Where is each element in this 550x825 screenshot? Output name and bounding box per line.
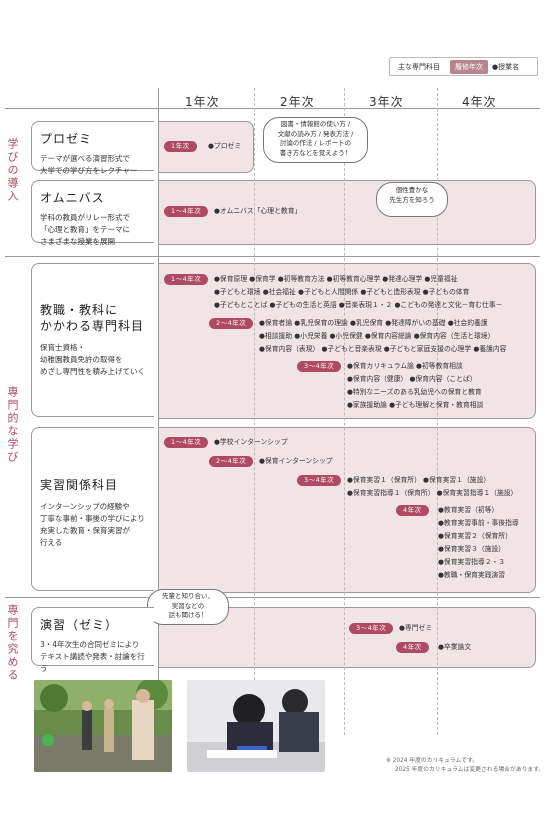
kyoshoku-line-6: ●保育内容（表現） ●子どもと音楽表現 ●子どもと家庭支援の心理学 ●養護内容	[259, 345, 507, 353]
jisshu-line-3: ●教育実習（初等）	[438, 506, 499, 514]
kyoshoku-pill-1: 1～4年次	[164, 274, 209, 285]
jisshu-line-7: ●保育実習指導２・３	[438, 558, 506, 566]
prozemi-year-pill: 1年次	[164, 141, 197, 152]
kyoshoku-line-9: ●特別なニーズのある乳幼児への保育と教育	[347, 388, 482, 396]
enshu-item-2: ●卒業論文	[438, 643, 472, 651]
tip-bubble-line: 文献の読み方 / 発表方法 /	[277, 129, 354, 138]
enshu-item-1: ●専門ゼミ	[399, 624, 433, 632]
rule-specialized	[5, 597, 540, 598]
kyoshoku-line-7: ●保育カリキュラム論 ●初等教育相談	[347, 362, 463, 370]
rule-intro	[5, 256, 540, 257]
rule-top	[5, 108, 540, 109]
enshu-pill-1: 3～4年次	[349, 623, 394, 634]
legend-main: 主な専門科目	[398, 62, 440, 71]
kyoshoku-line-1: ●保育原理 ●保育学 ●初等教育方法 ●初等教育心理学 ●発達心理学 ●児童福祉	[214, 275, 458, 283]
jisshu-pill-1: 1～4年次	[164, 437, 209, 448]
legend-class: ●授業名	[492, 62, 520, 71]
enshu-box: 演習（ゼミ） 3・4年次生の合同ゼミにより テキスト講読や発表・討論を行う	[31, 607, 154, 673]
jisshu-desc-1: インターンシップの経験や	[40, 502, 130, 511]
omnibus-desc-2: 「心理と教育」をテーマに	[40, 225, 130, 234]
jisshu-pill-4: 4年次	[396, 505, 429, 516]
kyoshoku-box: 教職・教科に かかわる専門科目 保育士資格・ 幼稚園教員免許の取得を めざし専門…	[31, 263, 154, 417]
band-jisshu	[158, 427, 536, 593]
jisshu-line-4: ●教育実習事前・事後指導	[438, 519, 519, 527]
jisshu-pill-2: 2～4年次	[209, 456, 254, 467]
kyoshoku-pill-3: 3～4年次	[297, 361, 342, 372]
jisshu-desc-2: 丁寧な事前・事後の学びにより	[40, 514, 145, 523]
tip-bubble-teachers: 個性豊かな 先生方を知ろう	[376, 182, 448, 217]
tip-bubble-line: 書き方などを覚えよう！	[279, 148, 352, 157]
kyoshoku-pill-2: 2～4年次	[209, 318, 254, 329]
kyoshoku-title-2: かかわる専門科目	[40, 319, 145, 333]
jisshu-item-2: ●保育インターンシップ	[259, 457, 333, 465]
kyoshoku-line-3: ●子どもとことば ●子どもの生活と英語 ●音楽表現１・２ ●こどもの発達と文化－…	[214, 301, 503, 309]
legend: 主な専門科目 履修年次 ●授業名	[389, 57, 538, 76]
year-header-2: 2年次	[280, 95, 315, 109]
jisshu-title: 実習関係科目	[40, 478, 119, 492]
prozemi-desc-1: テーマが選べる演習形式で	[40, 154, 130, 163]
tip-bubble-library: 図書・情報館の使い方 / 文献の読み方 / 発表方法 / 討論の作法 / レポー…	[263, 117, 368, 163]
enshu-desc-1: 3・4年次生の合同ゼミにより	[40, 640, 140, 649]
jisshu-line-6: ●保育実習３（施設）	[438, 545, 506, 553]
tip-bubble-line: 図書・情報館の使い方 /	[280, 120, 351, 128]
tip-bubble-line: 実習などの	[171, 601, 205, 610]
enshu-pill-2: 4年次	[396, 642, 429, 653]
kyoshoku-desc-2: 幼稚園教員免許の取得を	[40, 355, 123, 364]
year-header-3: 3年次	[369, 95, 404, 109]
band-prozemi	[158, 121, 254, 173]
note-1: ※ 2024 年度のカリキュラムです。	[386, 758, 479, 764]
jisshu-desc-4: 行える	[40, 538, 63, 547]
section-specialized-label: 専門的な学び	[6, 386, 19, 464]
year-line-2	[344, 88, 345, 735]
kyoshoku-desc-1: 保育士資格・	[40, 343, 85, 352]
kyoshoku-desc-3: めざし専門性を積み上げていく	[40, 367, 145, 376]
note-2: 2025 年度のカリキュラムは変更される場合があります。	[395, 767, 545, 773]
year-header-1: 1年次	[185, 95, 220, 109]
jisshu-pill-3: 3～4年次	[297, 475, 342, 486]
section-intro-label: 学びの導入	[6, 138, 19, 203]
kyoshoku-line-8: ●保育内容（健康） ●保育内容（ことば）	[347, 375, 477, 383]
legend-year: 履修年次	[450, 59, 488, 74]
omnibus-desc-1: 学科の教員がリレー形式で	[40, 213, 130, 222]
year-line-0	[158, 88, 159, 735]
year-line-1	[254, 88, 255, 735]
tip-bubble-line: 先生方を知ろう	[389, 195, 435, 204]
omnibus-item: ●オムニバス「心理と教育」	[214, 207, 302, 215]
jisshu-line-8: ●教職・保育実践演習	[438, 571, 506, 579]
omnibus-title: オムニバス	[40, 191, 105, 205]
jisshu-line-1: ●保育実習１（保育所） ●保育実習１（施設）	[347, 476, 491, 484]
prozemi-title: プロゼミ	[40, 132, 93, 146]
jisshu-line-2: ●保育実習指導１（保育所） ●保育実習指導１（施設）	[347, 489, 518, 497]
section-deepen-label: 専門を究める	[6, 604, 19, 682]
enshu-desc-2: テキスト講読や発表・討論を行う	[40, 652, 145, 673]
tip-bubble-seniors: 先輩と知り合い、 実習などの 話も聞ける！	[147, 589, 229, 625]
band-omnibus	[158, 180, 536, 245]
jisshu-box: 実習関係科目 インターンシップの経験や 丁寧な事前・事後の学びにより 充実した教…	[31, 427, 154, 591]
band-kyoshoku	[158, 263, 536, 419]
tip-bubble-line: 個性豊かな	[395, 186, 429, 194]
year-header-4: 4年次	[462, 95, 497, 109]
photo-students-studying	[187, 680, 325, 772]
jisshu-desc-3: 充実した教育・保育実習が	[40, 526, 130, 535]
tip-bubble-line: 話も聞ける！	[168, 611, 208, 619]
prozemi-desc-2: 大学での学び方をレクチャー	[40, 166, 138, 175]
year-line-3	[437, 88, 438, 735]
kyoshoku-line-5: ●相談援助 ●小児栄養 ●小児保健 ●保育内容総論 ●保育内容（生活と環境）	[259, 332, 495, 340]
kyoshoku-line-2: ●子どもと環境 ●社会福祉 ●子どもと人間関係 ●子どもと造形表現 ●子どもの体…	[214, 288, 470, 296]
jisshu-item-1: ●学校インターンシップ	[214, 438, 288, 446]
kyoshoku-line-10: ●家族援助論 ●子ども理解と保育・教育相談	[347, 401, 484, 409]
kyoshoku-line-4: ●保育者論 ●乳児保育の理論 ●乳児保育 ●発達障がいの基礎 ●社会的養護	[259, 319, 488, 327]
omnibus-desc-3: さまざまな授業を展開	[40, 237, 115, 246]
enshu-title: 演習（ゼミ）	[40, 618, 119, 632]
prozemi-box: プロゼミ テーマが選べる演習形式で 大学での学び方をレクチャー	[31, 121, 154, 175]
tip-bubble-line: 討論の作法 / レポートの	[279, 139, 352, 147]
tip-bubble-line: 先輩と知り合い、	[162, 592, 214, 600]
omnibus-year-pill: 1～4年次	[164, 206, 209, 217]
photo-outdoor-fieldwork	[34, 680, 172, 772]
jisshu-line-5: ●保育実習２（保育所）	[438, 532, 512, 540]
omnibus-box: オムニバス 学科の教員がリレー形式で 「心理と教育」をテーマに さまざまな授業を…	[31, 180, 154, 246]
prozemi-item: ●プロゼミ	[208, 142, 242, 150]
kyoshoku-title-1: 教職・教科に	[40, 303, 119, 317]
